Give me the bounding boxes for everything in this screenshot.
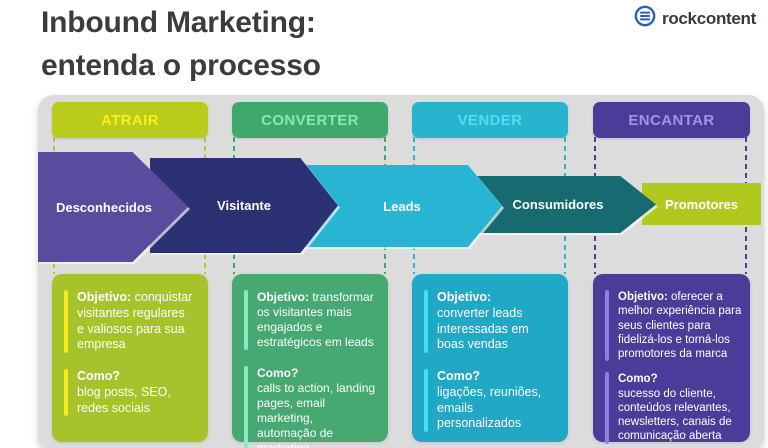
objetivo-text: Objetivo: transformar os visitantes mais… <box>257 290 374 349</box>
column-header-atrair: ATRAIR <box>52 102 208 138</box>
funnel-stage-label: Promotores <box>665 196 738 212</box>
como-text: Como? sucesso do cliente, conteúdos rele… <box>618 373 732 443</box>
objetivo-block: Objetivo: transformar os visitantes mais… <box>244 290 380 350</box>
funnel-stage-desconhecidos: Desconhecidos <box>38 152 188 262</box>
arrow-shape <box>642 183 761 225</box>
column-card-encantar: Objetivo: oferecer a melhor experiência … <box>593 274 750 444</box>
funnel-stage-promotores: Promotores <box>642 183 761 225</box>
page-title-line2: entenda o processo <box>41 49 321 82</box>
page-title-line1: Inbound Marketing: <box>41 6 316 39</box>
accent-bar <box>64 369 68 417</box>
accent-bar <box>64 290 68 353</box>
como-text: Como? ligações, reuniões, emails persona… <box>437 369 542 431</box>
column-header-vender: VENDER <box>412 102 568 138</box>
list-circle-icon <box>634 5 656 32</box>
column-header-label: ENCANTAR <box>628 111 715 129</box>
objetivo-block: Objetivo: converter leads interessadas e… <box>424 290 560 353</box>
column-header-encantar: ENCANTAR <box>593 102 750 138</box>
accent-bar <box>605 372 609 444</box>
column-header-label: VENDER <box>457 111 523 129</box>
column-header-converter: CONVERTER <box>232 102 388 138</box>
objetivo-block: Objetivo: oferecer a melhor experiência … <box>605 290 742 362</box>
como-block: Como? calls to action, landing pages, em… <box>244 366 380 448</box>
accent-bar <box>424 290 428 353</box>
funnel-stage-consumidores: Consumidores <box>468 176 656 233</box>
rockcontent-logo: rockcontent <box>634 5 756 32</box>
column-card-atrair: Objetivo: conquistar visitantes regulare… <box>52 274 208 442</box>
column-header-label: ATRAIR <box>101 111 159 129</box>
como-text: Como? blog posts, SEO, redes sociais <box>77 369 171 415</box>
accent-bar <box>605 290 609 362</box>
column-header-label: CONVERTER <box>261 111 359 129</box>
objetivo-text: Objetivo: oferecer a melhor experiência … <box>618 291 742 360</box>
column-card-converter: Objetivo: transformar os visitantes mais… <box>232 274 388 448</box>
logo-text: rockcontent <box>662 8 756 28</box>
funnel-stage-label: Desconhecidos <box>55 199 153 215</box>
como-block: Como? blog posts, SEO, redes sociais <box>64 369 200 417</box>
accent-bar <box>244 290 248 350</box>
column-card-vender: Objetivo: converter leads interessadas e… <box>412 274 568 442</box>
como-text: Como? calls to action, landing pages, em… <box>257 366 376 448</box>
page-title: Inbound Marketing: entenda o processo <box>41 1 321 87</box>
como-block: Como? ligações, reuniões, emails persona… <box>424 369 560 432</box>
funnel-stage-label: Consumidores <box>512 197 604 212</box>
funnel-stage-label: Visitante <box>217 198 271 213</box>
accent-bar <box>244 366 248 448</box>
funnel-stage-label: Leads <box>383 198 421 214</box>
accent-bar <box>424 369 428 432</box>
objetivo-block: Objetivo: conquistar visitantes regulare… <box>64 290 200 353</box>
como-block: Como? sucesso do cliente, conteúdos rele… <box>605 372 742 444</box>
objetivo-text: Objetivo: conquistar visitantes regulare… <box>77 290 193 352</box>
objetivo-text: Objetivo: converter leads interessadas e… <box>437 290 529 352</box>
